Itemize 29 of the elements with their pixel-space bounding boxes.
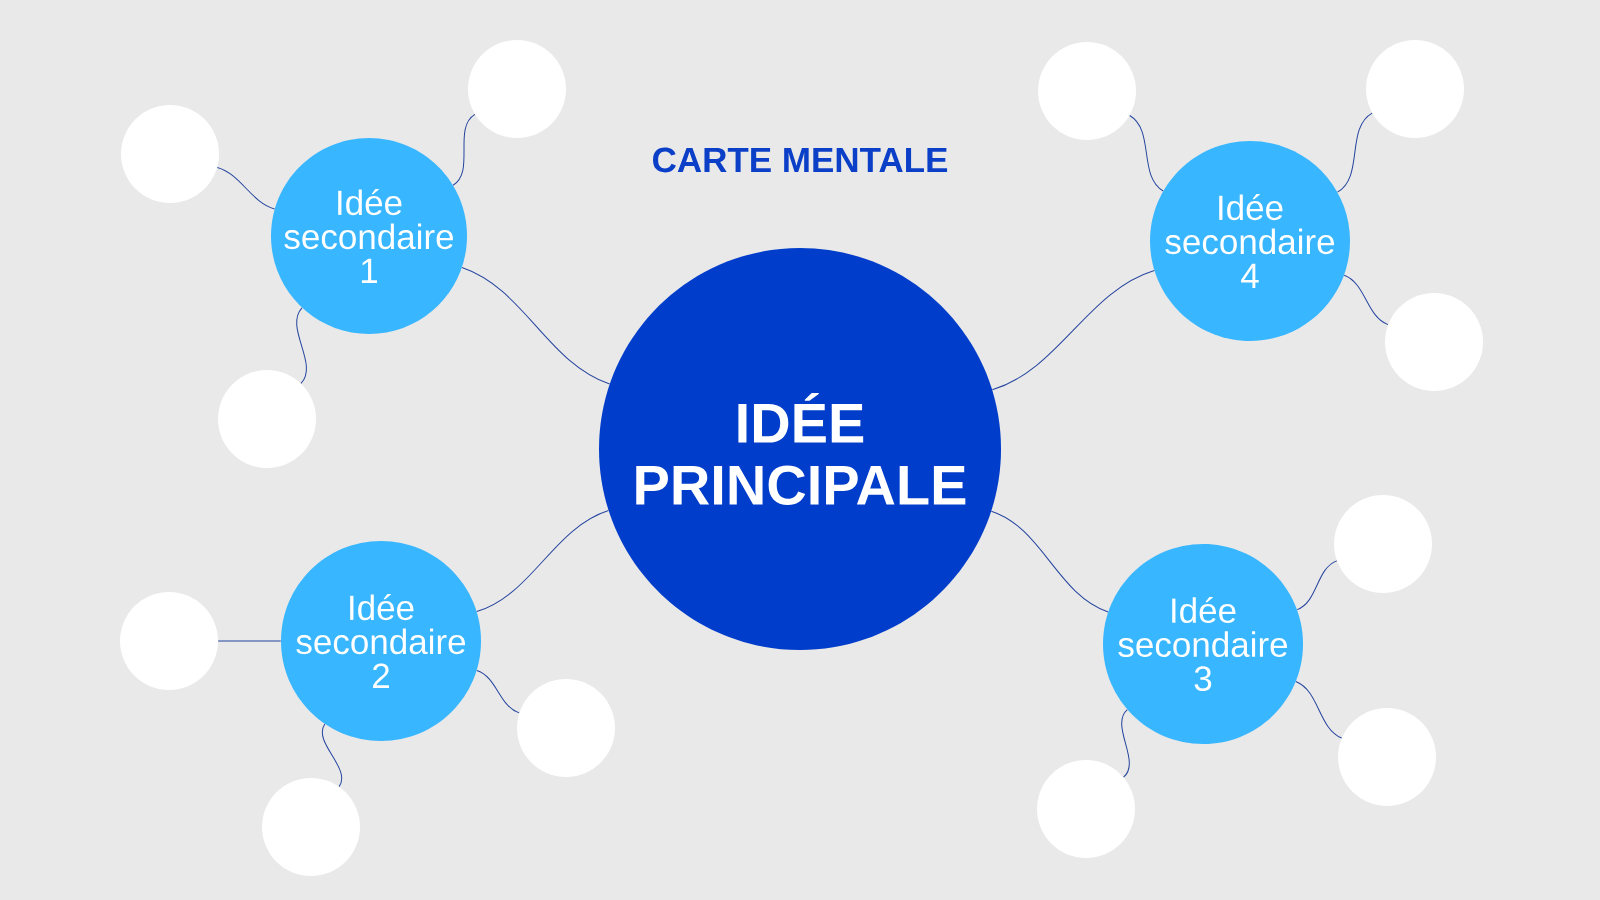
empty-circle — [218, 370, 316, 468]
empty-circle — [1037, 760, 1135, 858]
empty-circle — [1385, 293, 1483, 391]
connector-line — [217, 640, 282, 642]
connector-line — [296, 307, 307, 384]
connector-line — [991, 270, 1155, 391]
connector-line — [990, 510, 1109, 613]
empty-circle — [1038, 42, 1136, 140]
connector-line — [1343, 274, 1389, 326]
empty-circle — [262, 778, 360, 876]
connector-line — [1296, 560, 1338, 611]
connector-line — [1129, 115, 1164, 192]
connector-line — [452, 113, 476, 186]
empty-circle — [517, 679, 615, 777]
connector-line — [216, 166, 276, 210]
empty-circle — [468, 40, 566, 138]
empty-circle — [121, 105, 219, 203]
connector-line — [321, 723, 343, 788]
connector-line — [461, 267, 611, 385]
connector-line — [1336, 112, 1373, 193]
empty-circle — [1334, 495, 1432, 593]
connector-line — [476, 669, 520, 714]
connector-line — [1121, 709, 1130, 778]
empty-circle — [120, 592, 218, 690]
title: CARTE MENTALE — [653, 147, 948, 173]
empty-circle — [1366, 40, 1464, 138]
empty-circle — [1338, 708, 1436, 806]
connector-line — [476, 510, 609, 613]
connector-line — [1295, 681, 1343, 739]
